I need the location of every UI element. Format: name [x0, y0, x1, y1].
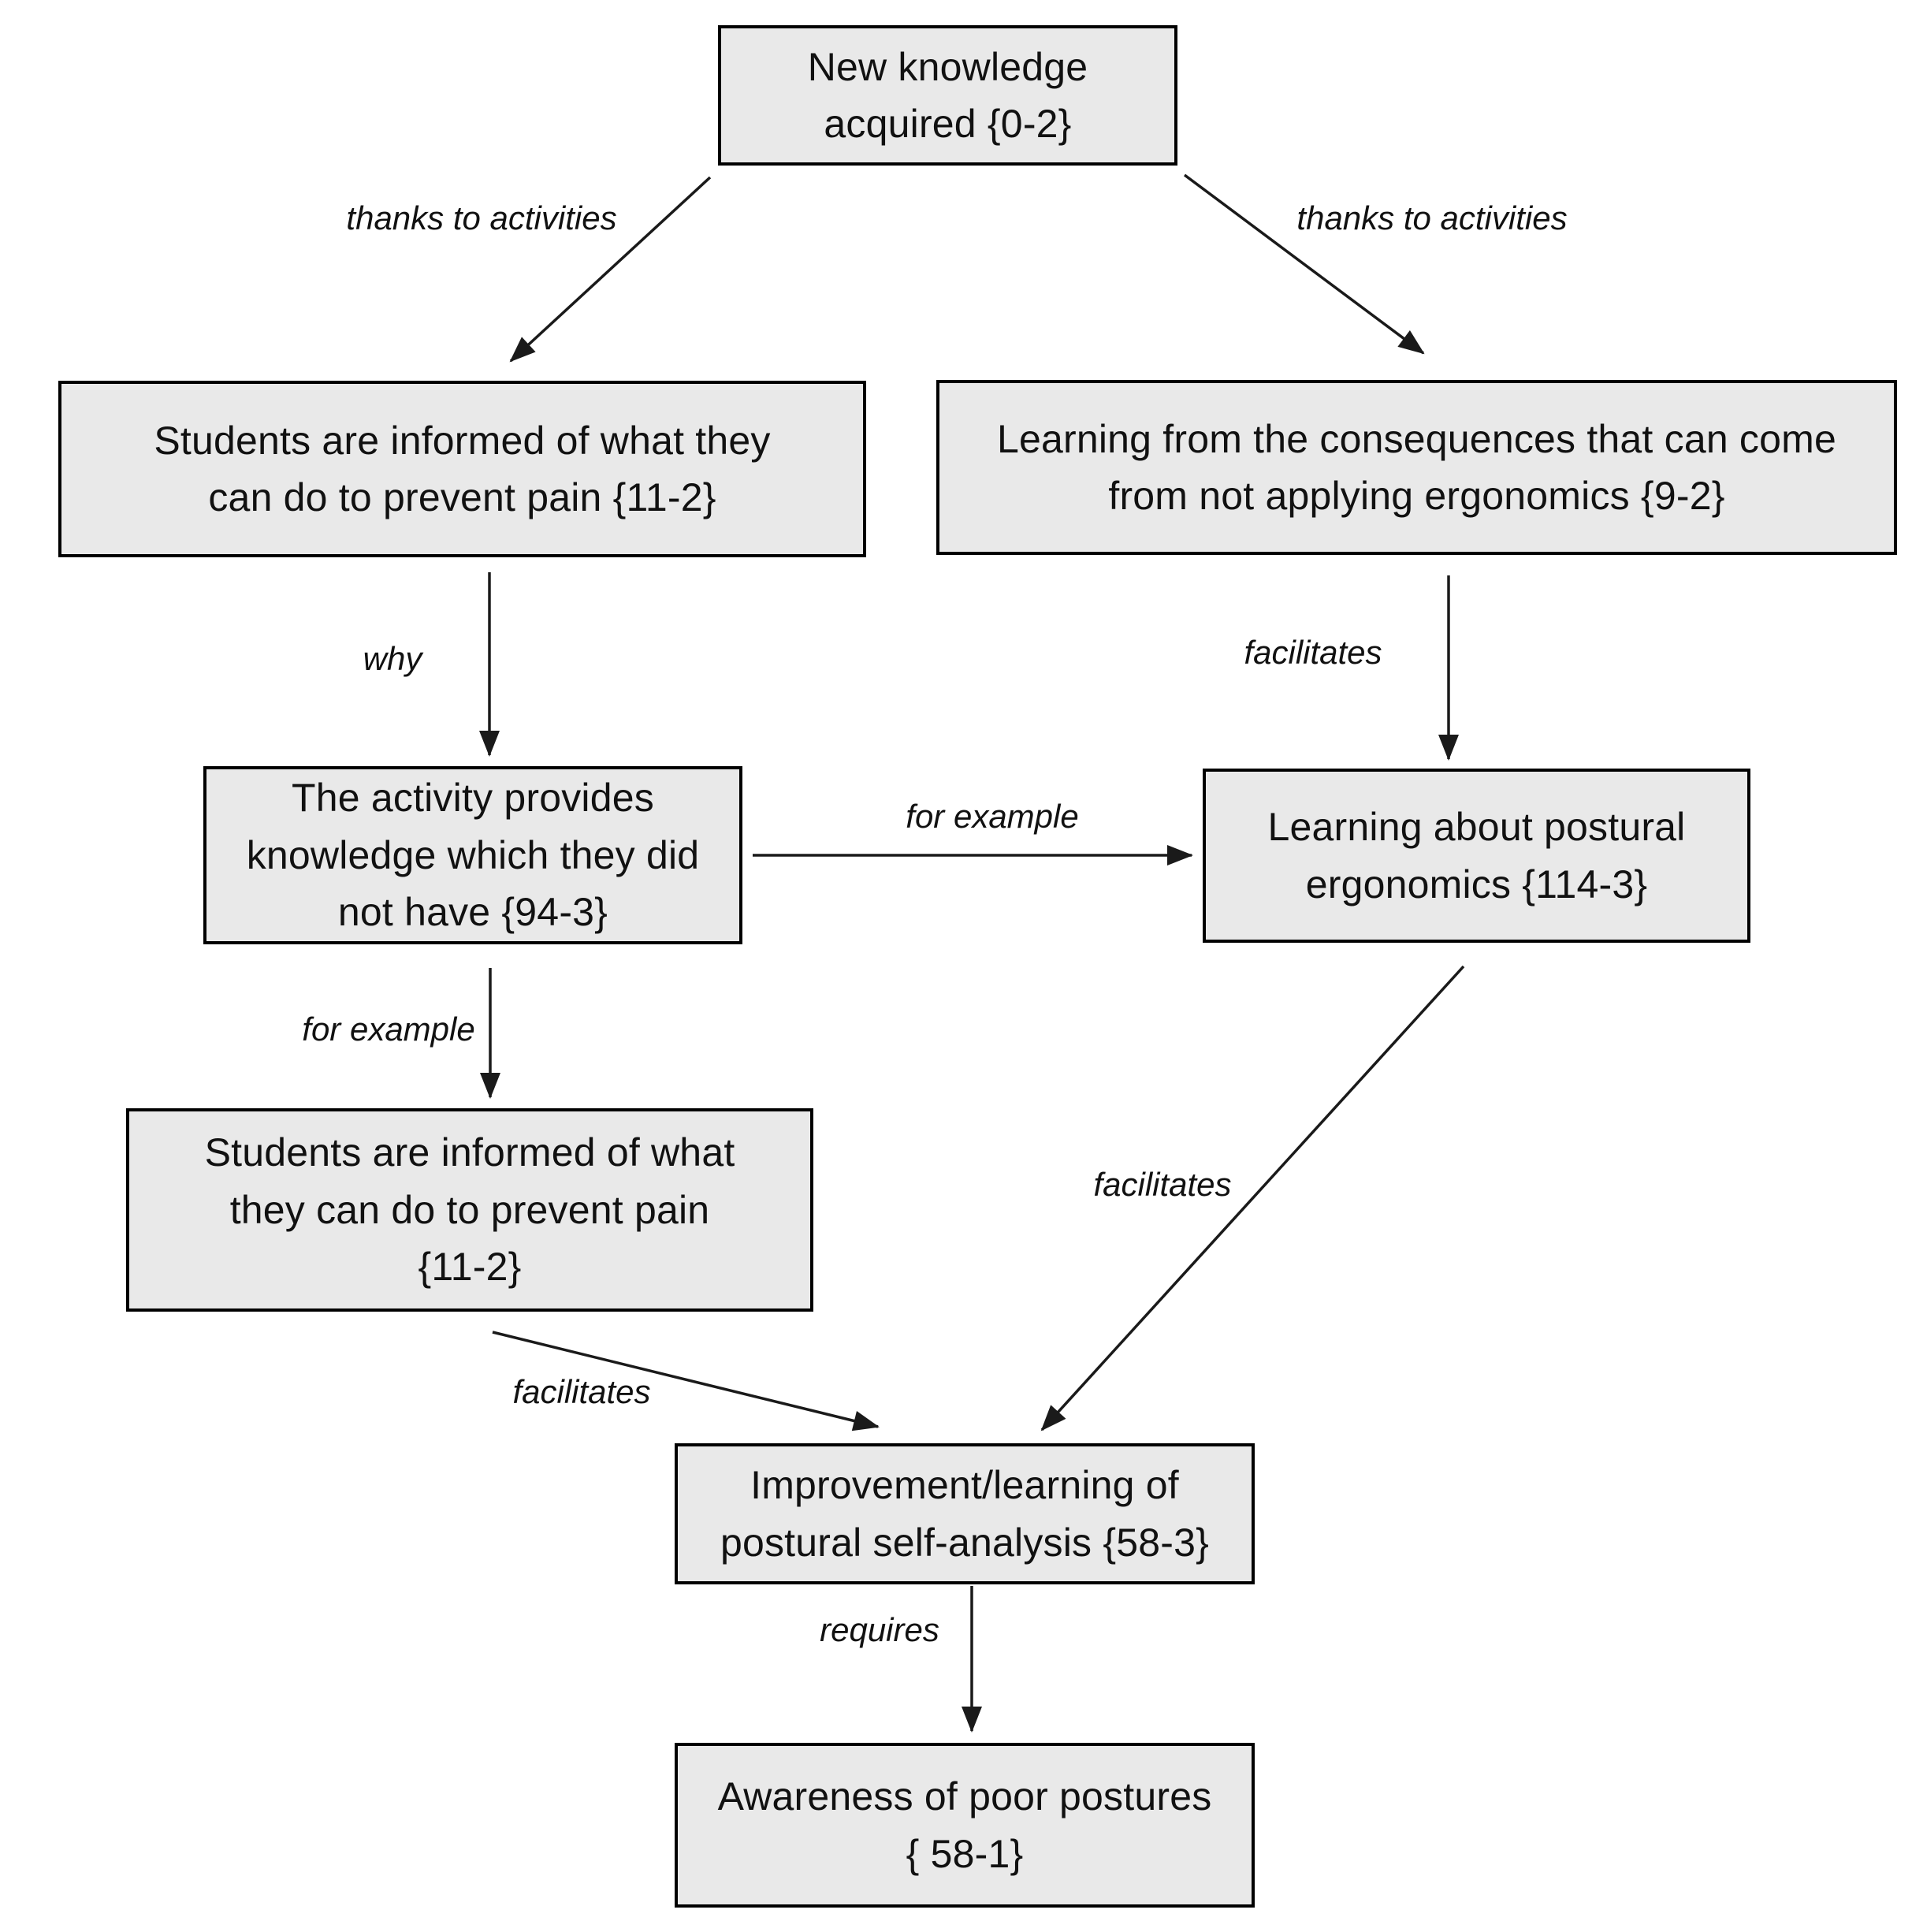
edge-label-thanks-to-activities-right: thanks to activities: [1296, 199, 1568, 236]
node-awareness-poor-postures: Awareness of poor postures { 58-1}: [675, 1743, 1255, 1908]
arrow-facilitates-right-diagonal: [1040, 965, 1465, 1431]
edge-label-facilitates-right-vertical: facilitates: [1244, 634, 1382, 671]
arrow-thanks-right: [1183, 173, 1425, 355]
node-activity-provides-knowledge: The activity provides knowledge which th…: [203, 766, 742, 944]
node-new-knowledge: New knowledge acquired {0-2}: [718, 25, 1177, 166]
edge-label-for-example-down: for example: [302, 1011, 475, 1048]
edge-label-facilitates-right-diagonal: facilitates: [1093, 1166, 1232, 1203]
arrow-thanks-left: [509, 176, 712, 363]
edge-label-requires: requires: [820, 1611, 939, 1648]
node-students-informed-top: Students are informed of what they can d…: [58, 381, 866, 557]
edge-label-thanks-to-activities-left: thanks to activities: [346, 199, 617, 236]
edge-label-for-example-horizontal: for example: [906, 798, 1079, 835]
edge-label-facilitates-left-diagonal: facilitates: [512, 1373, 651, 1410]
node-learning-consequences: Learning from the consequences that can …: [936, 380, 1897, 555]
node-students-informed-bottom: Students are informed of what they can d…: [126, 1108, 813, 1312]
node-improvement-self-analysis: Improvement/learning of postural self-an…: [675, 1443, 1255, 1584]
arrow-facilitates-left-diagonal: [492, 1331, 880, 1431]
node-learning-postural-ergonomics: Learning about postural ergonomics {114-…: [1203, 769, 1750, 943]
edge-label-why: why: [363, 640, 422, 677]
